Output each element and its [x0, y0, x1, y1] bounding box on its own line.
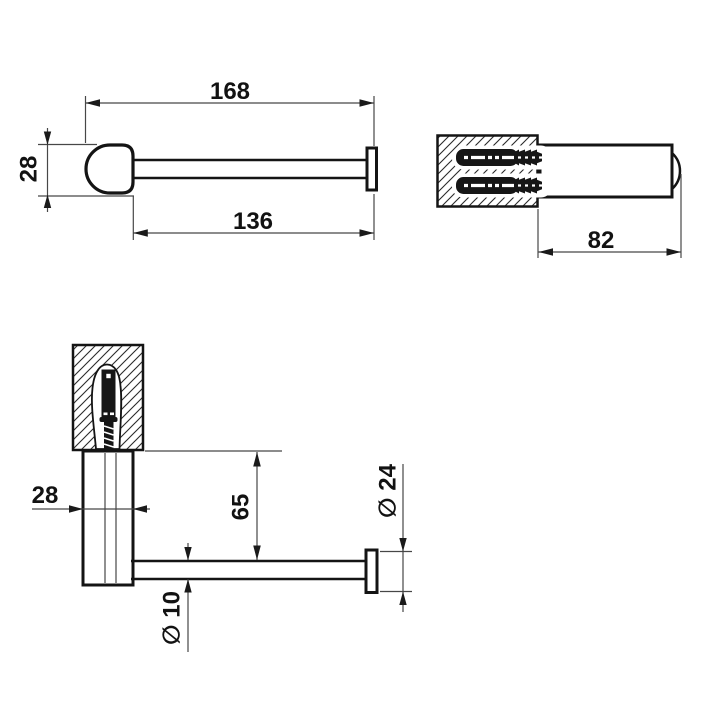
screw-thread-marking — [103, 425, 114, 448]
dim-label-arm-offset: 65 — [228, 494, 255, 521]
arrowhead-right — [359, 99, 374, 107]
screw-shank — [101, 369, 116, 419]
front-bar — [133, 158, 368, 180]
dim-cap-height: 28 — [16, 128, 134, 212]
arrowhead-down — [184, 547, 192, 561]
arrowhead-down — [253, 545, 261, 560]
dim-label-body-width: 28 — [32, 482, 59, 509]
arrowhead-up — [43, 194, 52, 208]
arrowhead-right — [69, 505, 83, 513]
dim-label-cap-height: 28 — [16, 156, 43, 183]
screw-collar — [99, 417, 118, 422]
dim-label-projection: 82 — [588, 227, 615, 254]
screw-marking — [110, 412, 114, 416]
anchor-thread — [515, 149, 542, 166]
arrowhead-left — [133, 505, 147, 513]
front-wall-flange — [365, 146, 378, 192]
dim-label-overall-length: 168 — [210, 78, 250, 105]
screw-thread — [104, 421, 114, 450]
dim-end-plate-diameter: ∅ 24 — [375, 463, 412, 612]
plan-arm — [131, 559, 367, 581]
screw-marking — [103, 412, 108, 416]
plan-end-plate — [364, 548, 379, 594]
front-end-cap — [84, 143, 135, 195]
front-view: 168 28 136 — [16, 78, 378, 240]
plan-body — [81, 449, 135, 587]
arrowhead-left — [133, 229, 148, 237]
anchor-plug — [456, 149, 518, 166]
arrowhead-up — [184, 579, 192, 593]
wall-anchor-top — [452, 145, 552, 170]
dim-arm-offset: 65 — [145, 450, 282, 560]
arrowhead-left — [85, 99, 100, 107]
dim-arm-diameter: ∅ 10 — [159, 543, 192, 652]
anchor-plug — [456, 177, 518, 194]
dim-bar-length: 136 — [132, 194, 375, 240]
arrowhead-left — [538, 248, 553, 256]
plan-section-view: 28 65 ∅ 10 ∅ 24 — [32, 343, 412, 652]
screw-marking — [106, 373, 111, 379]
dim-label-bar-length: 136 — [233, 208, 273, 235]
arrowhead-right — [666, 248, 681, 256]
arrowhead-up — [253, 452, 261, 467]
side-end-cap — [671, 152, 682, 190]
dim-projection: 82 — [537, 174, 682, 258]
wall-anchor-bottom — [452, 173, 552, 198]
arrowhead-down — [399, 538, 407, 552]
side-section-view: 82 — [436, 134, 682, 258]
arrowhead-down — [43, 131, 52, 145]
side-body — [538, 143, 674, 199]
arrowhead-up — [399, 591, 407, 605]
mounting-screw — [99, 369, 118, 450]
dim-label-arm-diameter: ∅ 10 — [159, 591, 186, 645]
arrowhead-right — [359, 229, 374, 237]
dim-label-end-plate-diameter: ∅ 24 — [375, 463, 402, 518]
dim-body-width: 28 — [32, 482, 150, 513]
dim-overall-length: 168 — [84, 78, 375, 146]
anchor-thread — [515, 177, 542, 194]
